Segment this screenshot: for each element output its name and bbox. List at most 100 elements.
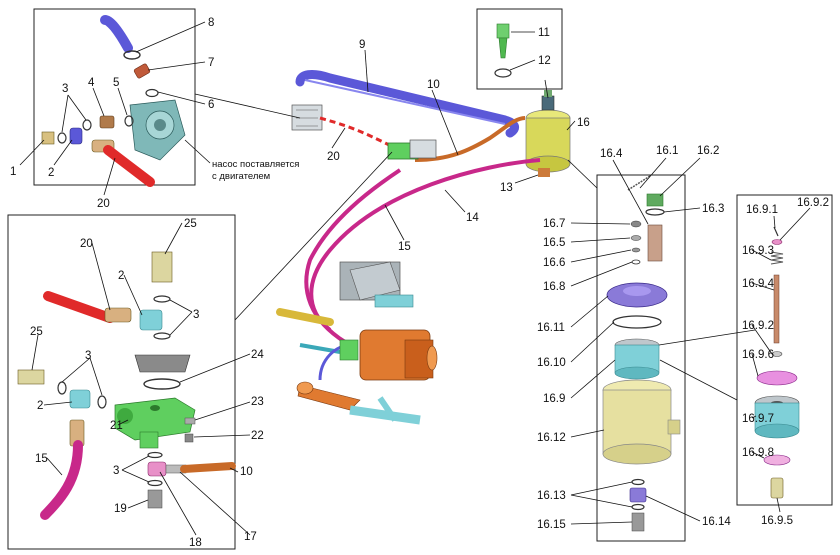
lid-16-11-top	[623, 286, 651, 296]
banjo-18	[147, 461, 167, 477]
label-b3c: 3	[113, 465, 119, 477]
label-b19: 19	[114, 503, 127, 515]
disc-16-9-6	[756, 370, 798, 386]
label-16-9-4: 16.9.4	[742, 278, 775, 290]
label-16-9-6: 16.9.6	[742, 349, 774, 361]
label-16: 16	[577, 117, 590, 129]
pump-note-line1: насос поставляется	[212, 159, 299, 170]
label-16-11: 16.11	[537, 322, 565, 334]
nut-16-7	[630, 220, 642, 228]
bolt-16-15	[631, 512, 645, 532]
spring-16-9-3	[770, 251, 784, 265]
valve-block-parts	[17, 251, 236, 520]
oring-3-top	[153, 295, 171, 303]
oring-3-low2	[147, 479, 163, 487]
label-16-2: 16.2	[697, 145, 719, 157]
oring-3b	[57, 132, 67, 144]
pump-detail-parts	[41, 15, 186, 187]
oring-5	[124, 115, 134, 127]
clamp-8	[123, 50, 141, 60]
hose-20-top	[103, 145, 155, 187]
steering-gear	[276, 261, 438, 381]
hose-15-bottom	[40, 440, 83, 520]
distribution-bracket	[409, 139, 437, 159]
label-b23: 23	[251, 396, 264, 408]
label-16-15: 16.15	[537, 519, 566, 531]
pipe-8-blue	[100, 15, 133, 53]
label-16-12: 16.12	[537, 432, 566, 444]
label-b21: 21	[110, 420, 123, 432]
label-6: 6	[208, 99, 214, 111]
label-16-10: 16.10	[537, 357, 566, 369]
bolt-4	[99, 115, 115, 129]
oring-12	[494, 68, 512, 78]
rod-16-9-4	[773, 274, 780, 344]
label-13: 13	[500, 182, 513, 194]
banjo-2	[69, 127, 83, 145]
label-8: 8	[208, 17, 214, 29]
pipe-9	[295, 70, 519, 138]
label-16-9-2b: 16.9.2	[742, 320, 774, 332]
bolt-23	[184, 417, 196, 425]
label-3: 3	[62, 83, 68, 95]
label-b10: 10	[240, 466, 253, 478]
callout-labels: 1 2 3 4 5 6 7 8 20 насос поставляется с …	[10, 17, 829, 549]
label-14: 14	[466, 212, 479, 224]
valve-16-9-5	[770, 477, 784, 499]
banjo-2b	[69, 389, 91, 409]
label-b25b: 25	[30, 326, 43, 338]
label-4: 4	[88, 77, 95, 89]
valve-block-detail-box	[7, 214, 236, 550]
oring-24	[143, 378, 181, 390]
label-7: 7	[208, 57, 214, 69]
washer-16-5	[630, 235, 642, 241]
breather-parts	[494, 23, 512, 78]
hose-20-bottom	[43, 291, 115, 323]
hose-end-20b	[104, 307, 132, 323]
central-assembly	[276, 70, 571, 425]
label-9: 9	[359, 39, 365, 51]
bolt-25b	[17, 369, 45, 385]
pin-16-9-1	[773, 226, 779, 237]
banjo-2a	[139, 309, 163, 331]
tube-10-bottom	[180, 462, 236, 473]
filter-element-parts	[754, 226, 800, 499]
label-16-9-3: 16.9.3	[742, 245, 774, 257]
chain-16-1	[627, 175, 651, 191]
label-20-center: 20	[327, 151, 340, 163]
screw-22	[184, 433, 194, 443]
washer-16-9-2a	[771, 239, 783, 245]
label-12: 12	[538, 55, 551, 67]
oring-16-10	[612, 315, 662, 329]
housing-16-12	[602, 379, 681, 465]
label-b3a: 3	[193, 309, 199, 321]
filter-parts	[602, 175, 681, 532]
tube-16-4	[647, 224, 663, 262]
element-16-9-7	[754, 395, 800, 439]
label-16-9: 16.9	[543, 393, 565, 405]
label-b17: 17	[244, 531, 257, 543]
label-10: 10	[427, 79, 440, 91]
fitting-7	[133, 63, 151, 79]
label-2: 2	[48, 167, 54, 179]
reservoir-16	[525, 90, 571, 177]
bolt-1	[41, 131, 55, 145]
label-b15: 15	[35, 453, 48, 465]
breather-detail-box	[476, 8, 563, 90]
oring-3a	[82, 119, 92, 131]
oring-3-left2	[97, 395, 107, 409]
bolt-25a	[151, 251, 173, 283]
spring-16-6	[631, 247, 641, 253]
label-11: 11	[538, 27, 550, 39]
breather-11	[496, 23, 510, 39]
label-16-5: 16.5	[543, 237, 565, 249]
connector-lines	[194, 79, 756, 401]
pump-body	[129, 99, 186, 161]
label-b22: 22	[251, 430, 264, 442]
label-1: 1	[10, 166, 16, 178]
filter-element-16-9	[614, 338, 660, 380]
oring-3-mid	[153, 332, 171, 340]
label-b24: 24	[251, 349, 264, 361]
leader-lines	[19, 21, 811, 536]
